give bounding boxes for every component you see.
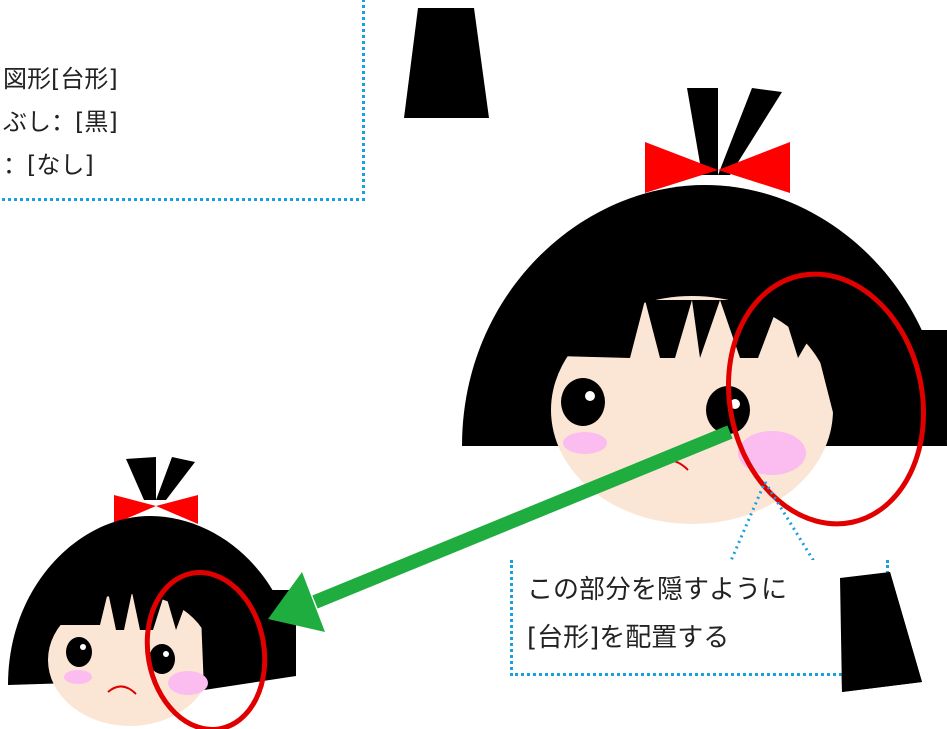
large-doll-hair-bun-left [687, 88, 718, 175]
small-doll-eye-right-highlight [163, 651, 169, 657]
small-doll-hair-bun-right [156, 457, 195, 500]
large-doll-hair-bun-right [718, 88, 782, 175]
small-doll-ribbon-right [156, 495, 198, 524]
large-doll [462, 88, 947, 527]
small-doll-ribbon-left [114, 495, 156, 524]
small-doll-eye-right [149, 644, 175, 674]
note-line-1: この部分を隠すように [527, 575, 788, 605]
small-doll-face [48, 594, 212, 726]
trapezoid-shape-sample[interactable] [404, 8, 489, 118]
small-doll-mouth [107, 685, 137, 695]
green-arrow [268, 425, 733, 632]
info-fill-color: ぶし：[黒] [3, 108, 118, 136]
small-doll-eye-left-highlight [80, 644, 86, 650]
note-line-2: [台形]を配置する [527, 623, 730, 653]
large-doll-cheek-right [738, 431, 806, 475]
large-doll-ribbon-left [645, 142, 718, 193]
small-doll-cheek-right [168, 671, 208, 695]
large-doll-eye-left [561, 378, 605, 426]
info-shape-type: 図形[台形] [3, 65, 118, 93]
small-doll-hair-bun-left [126, 457, 156, 500]
small-doll-eye-left [66, 637, 92, 667]
large-doll-bangs [520, 290, 870, 358]
small-doll-cheek-left [64, 670, 92, 684]
shape-info-callout: 図形[台形] ぶし：[黒] ：[なし] [0, 0, 365, 201]
large-doll-ribbon-right [718, 142, 790, 193]
info-line-setting: ：[なし] [3, 151, 94, 179]
large-doll-eye-left-highlight [585, 391, 595, 401]
instruction-callout: この部分を隠すように [台形]を配置する [510, 560, 889, 676]
large-doll-cheek-left [563, 432, 607, 454]
large-doll-highlight-circle [726, 271, 926, 527]
large-doll-eye-right-highlight [730, 399, 740, 409]
small-doll [8, 457, 296, 729]
small-doll-bangs [45, 592, 210, 630]
